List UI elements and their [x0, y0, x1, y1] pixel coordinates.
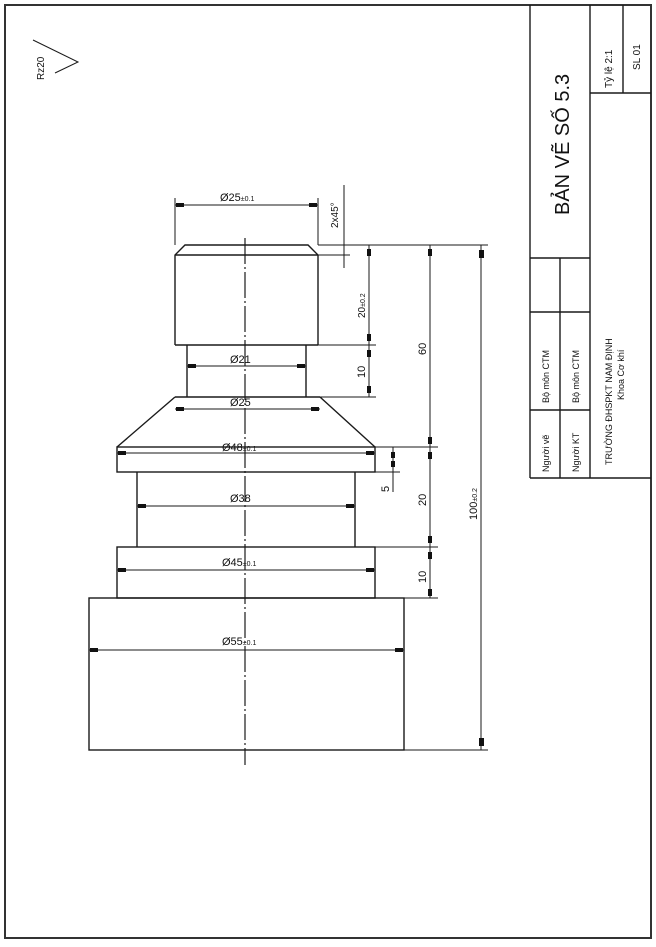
- dim-collar-diameter: Ø48±0.1: [222, 442, 256, 454]
- dim-body-height: 20: [417, 494, 429, 506]
- scale-label: Tỷ lệ 2:1: [603, 49, 615, 88]
- drawn-by-label: Người vẽ: [541, 435, 551, 472]
- dim-total-length: 100±0.2: [468, 488, 480, 520]
- diameter-dimensions: [89, 198, 404, 652]
- dim-step-height: 10: [417, 571, 429, 583]
- dim-cone-diameter: Ø25: [230, 397, 251, 409]
- dim-chamfer: 2x45°: [330, 202, 341, 228]
- dim-top-height: 20±0.2: [357, 293, 368, 318]
- length-dimensions: [306, 185, 488, 751]
- quantity-label: SL 01: [632, 44, 643, 70]
- dim-body-diameter: Ø38: [230, 493, 251, 505]
- dim-neck-height: 10: [356, 366, 368, 378]
- surface-finish-label: Rz20: [36, 56, 47, 80]
- dim-base-diameter: Ø55±0.1: [222, 636, 256, 648]
- dim-collar-height: 5: [380, 486, 392, 492]
- school-name: TRƯỜNG ĐHSPKT NAM ĐỊNH: [604, 338, 614, 465]
- dim-upper-length: 60: [417, 343, 429, 355]
- drawing-title: BẢN VẼ SỐ 5.3: [550, 74, 574, 215]
- dim-step-diameter: Ø45±0.1: [222, 557, 256, 569]
- dim-neck-diameter: Ø21: [230, 354, 251, 366]
- drawn-by-value: Bộ môn CTM: [541, 350, 551, 403]
- faculty-name: Khoa Cơ khí: [616, 349, 626, 400]
- checked-by-value: Bộ môn CTM: [571, 350, 581, 403]
- dim-top-diameter: Ø25±0.1: [220, 192, 254, 204]
- shaft-part-outline: [88, 244, 405, 751]
- drawing-border: [4, 4, 652, 939]
- surface-roughness-check-icon: [32, 39, 80, 74]
- checked-by-label: Người KT: [571, 432, 581, 472]
- title-block: [529, 5, 651, 479]
